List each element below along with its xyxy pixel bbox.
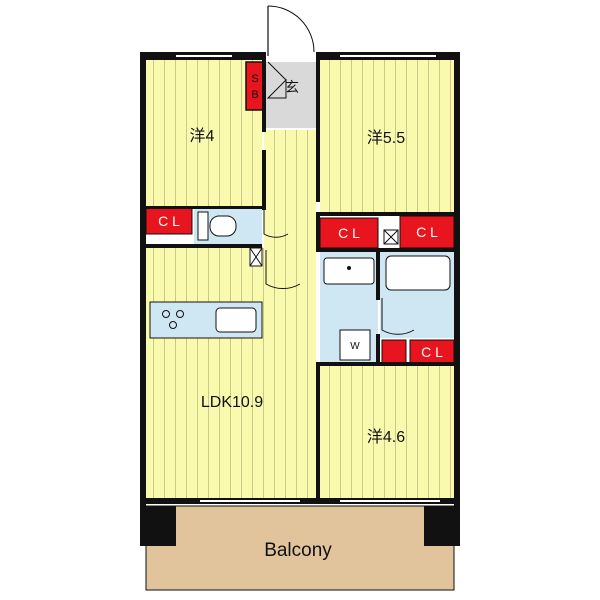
shoe-box-label-bottom: B [251, 89, 258, 101]
balcony-pillar-left [140, 506, 176, 546]
entrance-label: 玄 [285, 79, 299, 95]
toilet-tank [197, 211, 209, 241]
room-western-bottom-right-label: 洋4.6 [367, 428, 405, 446]
bathroom-door-swing [381, 298, 415, 335]
room-ldk-label: LDK10.9 [201, 394, 263, 411]
room-ldk-floor [146, 248, 316, 498]
closet-right-bottom [409, 339, 455, 365]
washing-machine [339, 329, 371, 361]
closet-right-bottom-label: C L [421, 344, 443, 360]
toilet-door-swing [263, 210, 289, 238]
room-western-bottom-right-floor [320, 366, 454, 498]
shoe-box-label-top: S [251, 73, 258, 85]
room-western-top-right-floor [320, 60, 454, 212]
shoe-box [245, 61, 265, 111]
window-marks [176, 55, 440, 502]
closet-right-top [399, 215, 455, 249]
entrance-floor [266, 60, 316, 128]
small-storage [381, 339, 407, 365]
bathtub [385, 255, 451, 291]
kitchen-sink [215, 307, 257, 333]
closet-right-top-label: C L [416, 224, 438, 240]
ldk-door-swing [265, 250, 301, 290]
closet-left-label: C L [158, 213, 180, 229]
closet-center-label: C L [338, 225, 360, 241]
balcony-pillar-right [424, 506, 460, 546]
wash-basin [323, 257, 375, 285]
balcony-floor [145, 505, 455, 591]
balcony-label: Balcony [264, 540, 332, 561]
front-door-swing [267, 5, 315, 53]
toilet-bowl [209, 215, 237, 237]
room-western-top-left-floor [146, 60, 262, 208]
stove [156, 306, 190, 334]
closet-center [319, 217, 379, 249]
room-western-top-left-label: 洋4 [190, 127, 215, 145]
front-door-gap [264, 52, 316, 62]
room-western-top-right-label: 洋5.5 [367, 129, 405, 147]
washer-label: W [350, 341, 360, 352]
